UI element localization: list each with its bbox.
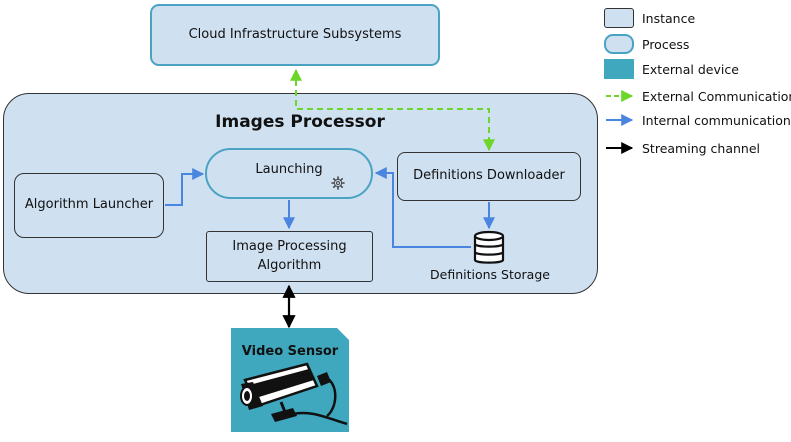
algorithm-launcher-label: Algorithm Launcher xyxy=(24,197,154,213)
video-sensor-label: Video Sensor xyxy=(241,344,339,359)
legend-external-label: External Communication xyxy=(642,88,791,104)
legend-instance-swatch xyxy=(604,8,634,28)
legend-external: External Communication xyxy=(604,85,791,107)
definitions-storage-label: Definitions Storage xyxy=(430,267,550,282)
launching-label: Launching xyxy=(255,162,323,178)
legend-instance: Instance xyxy=(604,7,695,29)
security-camera-icon xyxy=(240,362,348,426)
image-processing-algorithm-node[interactable]: Image Processing Algorithm xyxy=(206,231,373,282)
database-icon xyxy=(473,230,505,264)
gear-icon xyxy=(331,176,345,190)
legend-process-swatch xyxy=(604,34,634,54)
legend-internal: Internal communication xyxy=(604,109,791,131)
legend-internal-label: Internal communication xyxy=(642,112,791,128)
legend-device-swatch xyxy=(604,59,634,79)
definitions-downloader-label: Definitions Downloader xyxy=(413,168,565,184)
legend-instance-label: Instance xyxy=(642,10,696,26)
legend-process-label: Process xyxy=(642,36,690,52)
video-sensor-device[interactable] xyxy=(231,328,349,432)
legend-process: Process xyxy=(604,33,689,55)
image-processing-algorithm-label: Image Processing Algorithm xyxy=(232,238,347,273)
algorithm-launcher-node[interactable]: Algorithm Launcher xyxy=(14,173,164,238)
legend-streaming-label: Streaming channel xyxy=(642,140,760,156)
legend-streaming: Streaming channel xyxy=(604,137,760,159)
legend-device-label: External device xyxy=(642,61,739,77)
cloud-infrastructure-node[interactable]: Cloud Infrastructure Subsystems xyxy=(150,4,440,66)
legend-device: External device xyxy=(604,58,739,80)
images-processor-title: Images Processor xyxy=(215,112,385,132)
cloud-infrastructure-label: Cloud Infrastructure Subsystems xyxy=(188,26,402,42)
launching-process-node[interactable]: Launching xyxy=(205,148,373,199)
definitions-downloader-node[interactable]: Definitions Downloader xyxy=(397,152,581,201)
